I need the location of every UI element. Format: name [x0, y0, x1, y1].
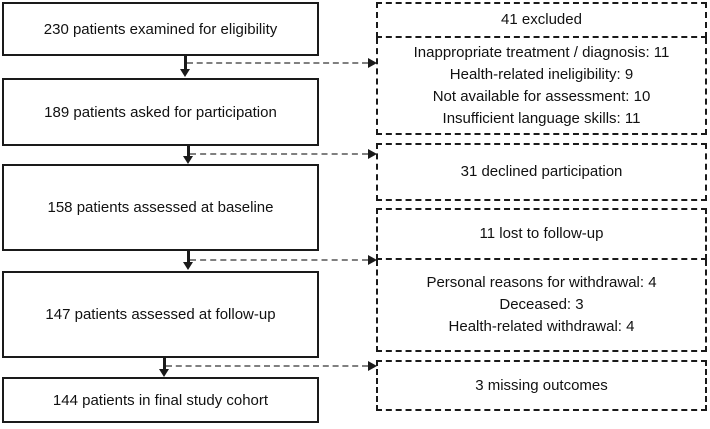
exclusion-box-line: Personal reasons for withdrawal: 4 [426, 274, 657, 291]
down-arrow-icon [180, 56, 190, 77]
exclusion-box-excluded-reasons: Inappropriate treatment / diagnosis: 11 … [376, 38, 707, 135]
flow-box-examined-for-eligibility: 230 patients examined for eligibility [2, 2, 319, 56]
exclusion-box-withdrawal-reasons: Personal reasons for withdrawal: 4 Decea… [376, 260, 707, 352]
flow-box-final-study-cohort: 144 patients in final study cohort [2, 377, 319, 423]
flow-box-assessed-at-follow-up: 147 patients assessed at follow-up [2, 271, 319, 358]
exclusion-box-line: Insufficient language skills: 11 [442, 109, 641, 127]
exclusion-box-line: Inappropriate treatment / diagnosis: 11 [413, 43, 670, 61]
exclusion-box-line: Health-related ineligibility: 9 [449, 65, 634, 83]
flow-box-label: 147 patients assessed at follow-up [45, 306, 276, 323]
down-arrow-icon [159, 358, 169, 377]
down-arrow-icon [183, 146, 193, 164]
exclusion-box-line: Deceased: 3 [499, 296, 584, 313]
exclusion-box-line: 3 missing outcomes [475, 376, 608, 394]
flow-box-label: 158 patients assessed at baseline [47, 199, 274, 216]
exclusion-box-missing-outcomes: 3 missing outcomes [376, 360, 707, 411]
exclusion-box-lost-to-follow-up: 11 lost to follow-up [376, 208, 707, 260]
exclusion-box-declined-participation: 31 declined participation [376, 143, 707, 201]
dashed-connector-arrow-icon [190, 255, 377, 265]
down-arrow-icon [183, 251, 193, 270]
flow-box-label: 189 patients asked for participation [44, 103, 277, 121]
exclusion-box-line: Not available for assessment: 10 [432, 87, 651, 105]
dashed-connector-arrow-icon [187, 58, 377, 68]
flow-box-label: 144 patients in final study cohort [52, 391, 269, 409]
exclusion-box-line: 11 lost to follow-up [479, 225, 604, 242]
dashed-connector-arrow-icon [190, 149, 377, 159]
flow-box-assessed-at-baseline: 158 patients assessed at baseline [2, 164, 319, 251]
exclusion-box-line: Health-related withdrawal: 4 [448, 318, 635, 335]
exclusion-box-excluded-total: 41 excluded [376, 2, 707, 38]
exclusion-box-line: 31 declined participation [460, 163, 623, 180]
exclusion-box-line: 41 excluded [501, 11, 582, 28]
dashed-connector-arrow-icon [166, 361, 377, 371]
flow-box-asked-for-participation: 189 patients asked for participation [2, 78, 319, 146]
flow-box-label: 230 patients examined for eligibility [43, 20, 278, 38]
